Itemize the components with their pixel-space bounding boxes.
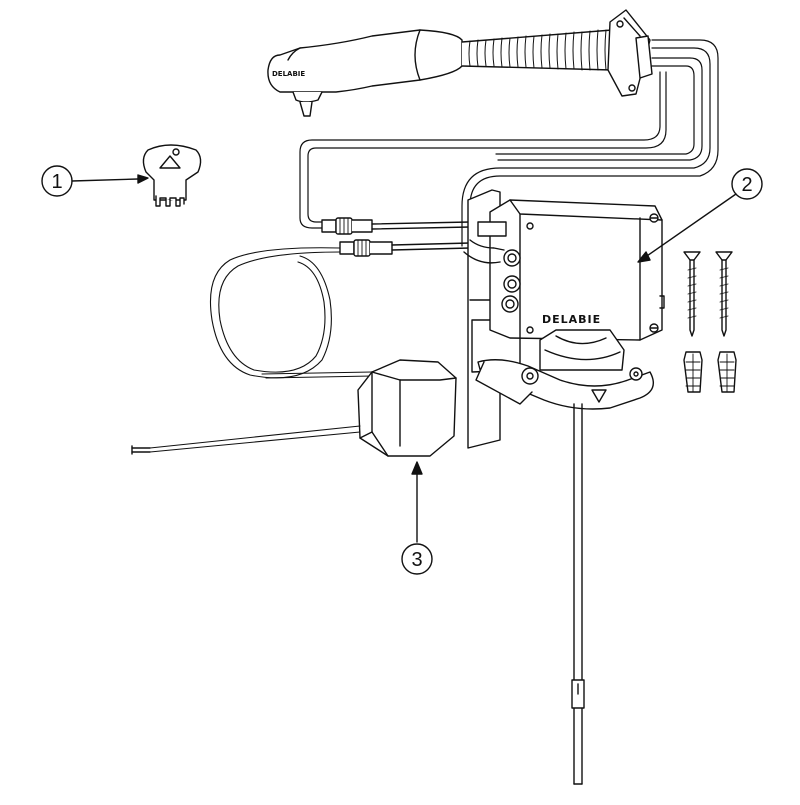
screws-and-dowels [683,251,737,393]
spout-brand-label: DELABIE [272,70,305,78]
callout-1-number: 1 [51,171,62,193]
callout-3-number: 3 [411,549,422,571]
transformer [131,359,457,457]
callout-2: 2 [637,168,763,263]
callout-3: 3 [401,461,433,575]
valve-clamp [475,329,654,785]
key [142,144,202,207]
box-brand-label: DELABIE [542,313,601,326]
spout: DELABIE [267,9,653,117]
control-box: DELABIE [463,189,665,449]
callout-1: 1 [41,165,149,197]
cable-connectors [209,217,471,379]
spout-tubes [299,39,719,247]
callout-2-number: 2 [741,174,752,196]
